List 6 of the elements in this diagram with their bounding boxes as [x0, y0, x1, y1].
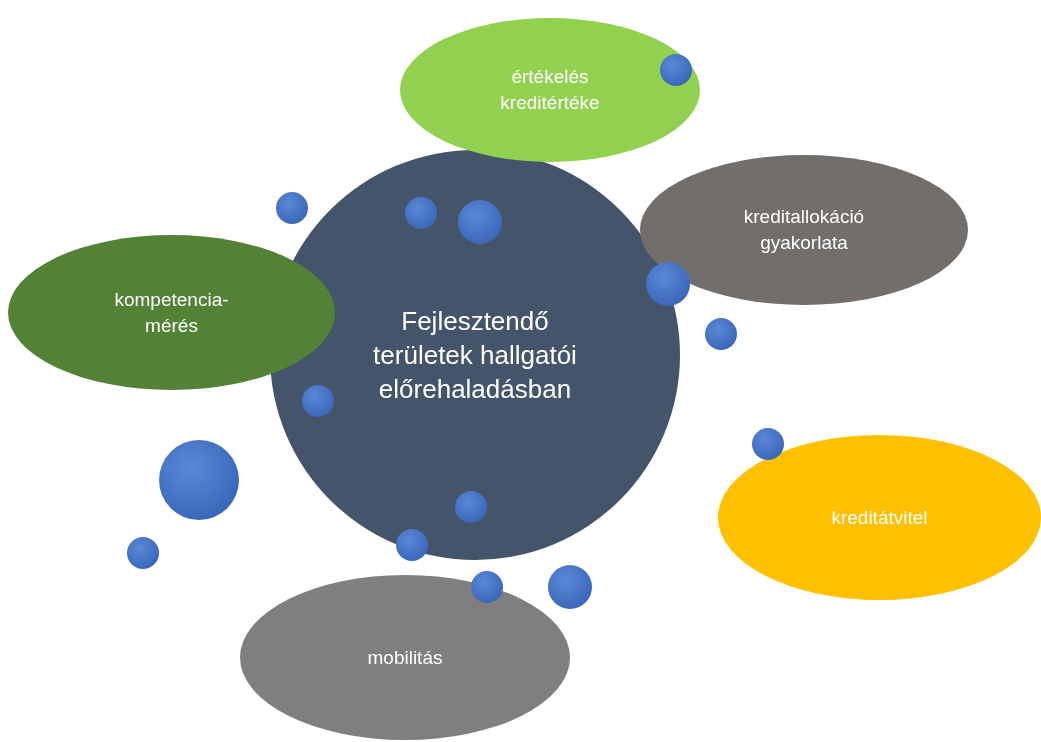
topic-label: mobilitás [367, 645, 443, 670]
topic-label: kreditátvitel [831, 505, 928, 530]
center-title: Fejlesztendő területek hallgatói előrehaladásban [372, 305, 578, 406]
topic-label: kreditallokáció gyakorlata [742, 205, 866, 255]
topic-label: értékelés kreditértéke [499, 65, 601, 115]
topic-label: kompetencia-mérés [113, 287, 230, 338]
